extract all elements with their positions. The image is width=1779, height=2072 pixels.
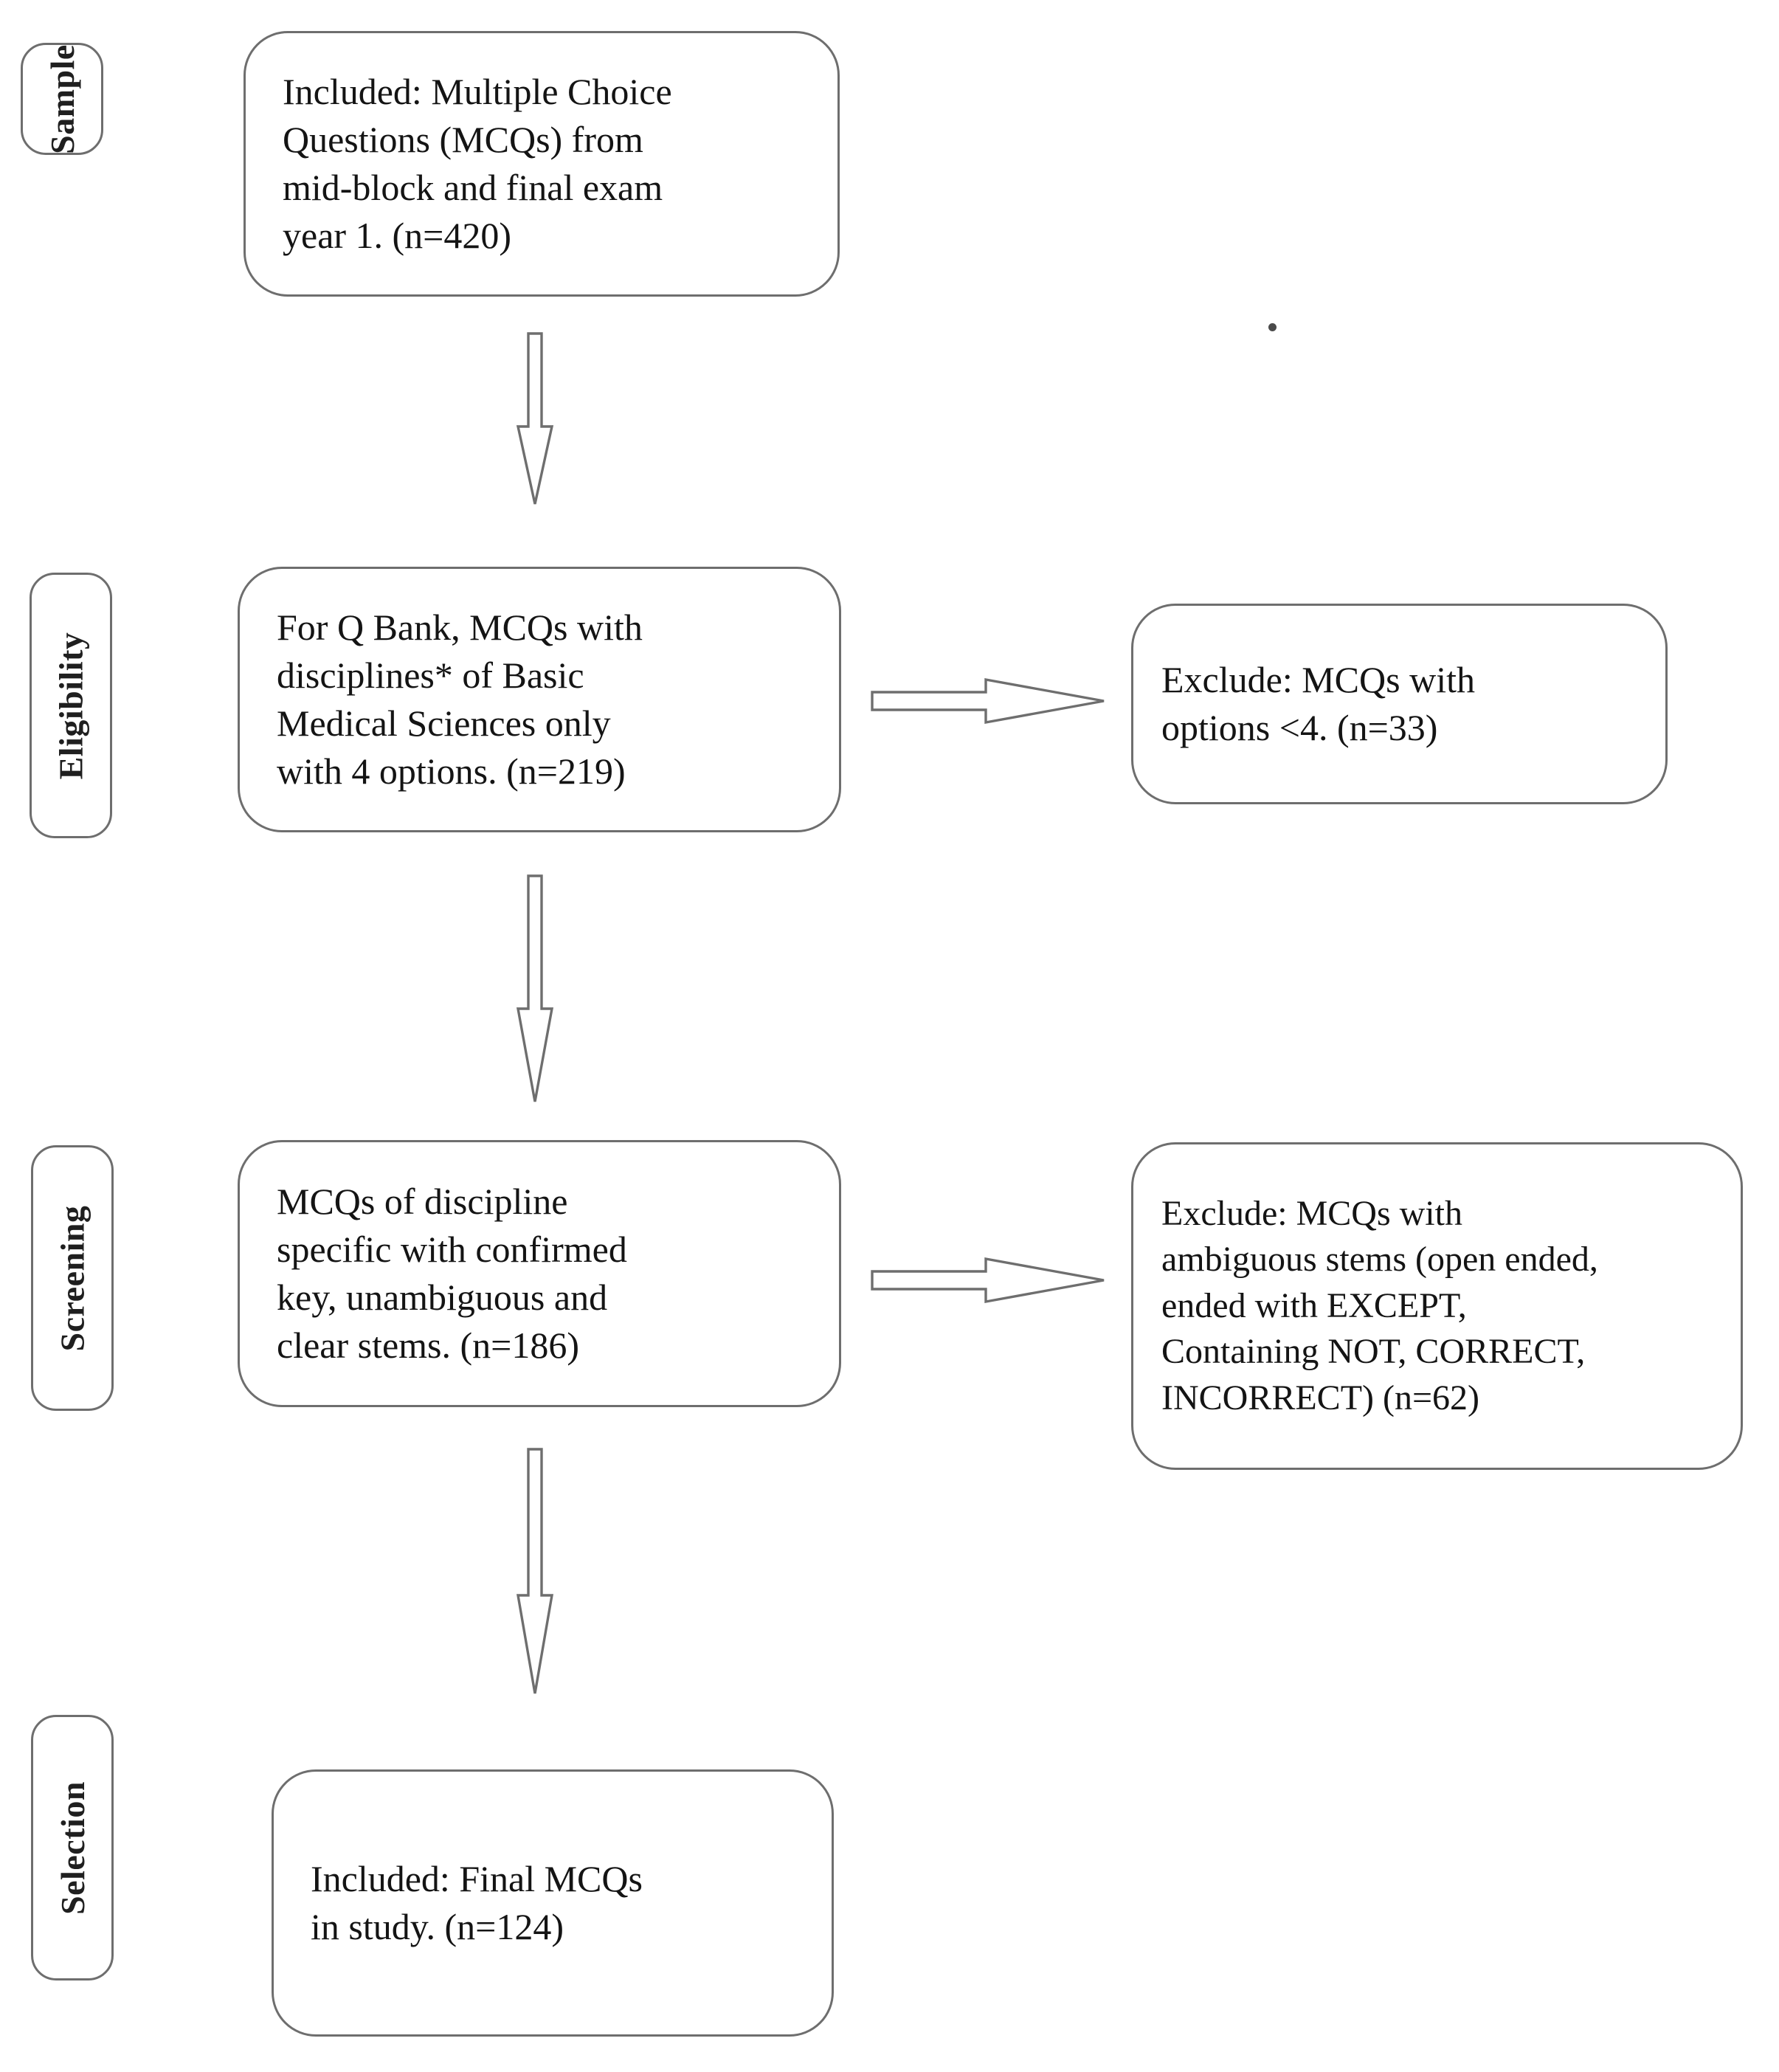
stage-label-eligibility-text: Eligibility [52,632,90,779]
box-eligibility-included: For Q Bank, MCQs with disciplines* of Ba… [238,567,841,832]
stage-label-sample: Sample [21,43,103,155]
box-screening-excluded: Exclude: MCQs with ambiguous stems (open… [1131,1142,1743,1470]
box-eligibility-excluded-text: Exclude: MCQs with options <4. (n=33) [1161,659,1475,748]
box-selection-included-text: Included: Final MCQs in study. (n=124) [311,1858,643,1947]
stage-label-selection-text: Selection [53,1781,91,1915]
box-screening-excluded-text: Exclude: MCQs with ambiguous stems (open… [1161,1194,1598,1417]
arrow-down-icon-sample-to-eligibility [509,332,561,505]
arrow-down-icon-screening-to-selection [509,1448,561,1695]
stage-label-sample-text: Sample [43,44,81,154]
stage-label-screening: Screening [31,1145,114,1411]
stray-dot-artifact [1268,323,1277,331]
arrow-down-icon-eligibility-to-screening [509,874,561,1103]
box-eligibility-included-text: For Q Bank, MCQs with disciplines* of Ba… [277,607,643,792]
box-selection-included: Included: Final MCQs in study. (n=124) [272,1769,834,2037]
stage-label-eligibility: Eligibility [30,573,112,838]
box-screening-included-text: MCQs of discipline specific with confirm… [277,1181,627,1366]
arrow-right-icon-eligibility-to-exclude [871,668,1107,734]
stage-label-screening-text: Screening [53,1205,91,1351]
box-sample-included-text: Included: Multiple Choice Questions (MCQ… [283,71,672,256]
stage-label-selection: Selection [31,1715,114,1981]
arrow-right-icon-screening-to-exclude [871,1247,1107,1313]
box-sample-included: Included: Multiple Choice Questions (MCQ… [243,31,840,297]
box-screening-included: MCQs of discipline specific with confirm… [238,1140,841,1407]
box-eligibility-excluded: Exclude: MCQs with options <4. (n=33) [1131,604,1668,804]
